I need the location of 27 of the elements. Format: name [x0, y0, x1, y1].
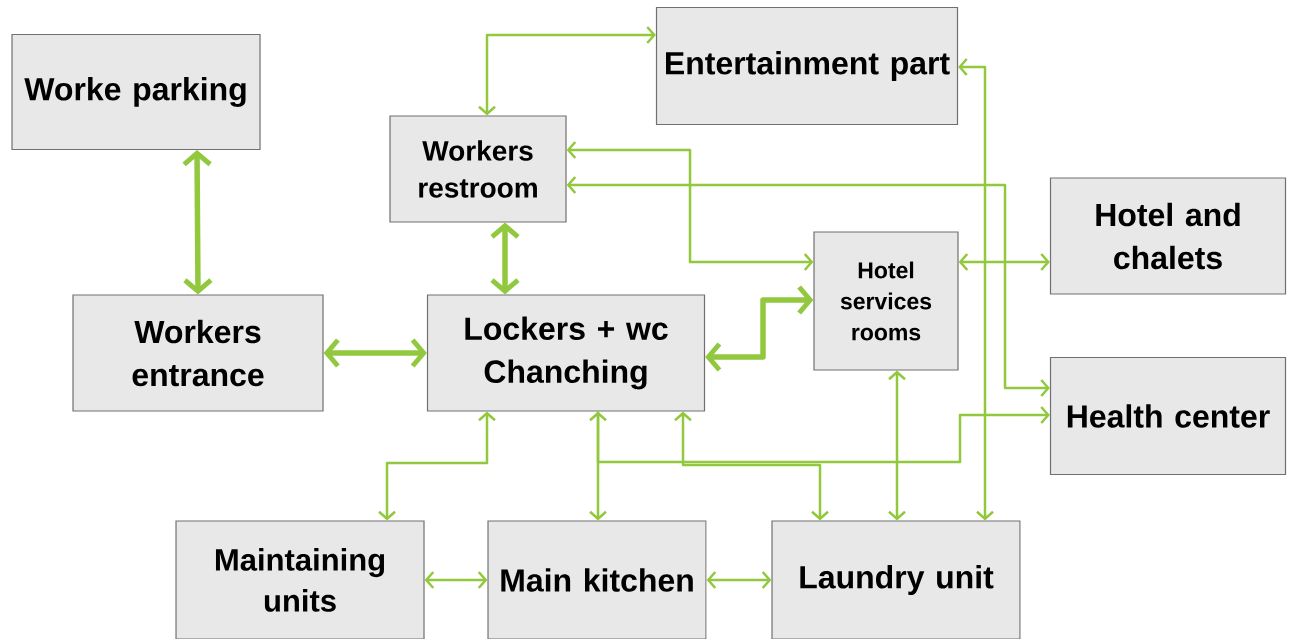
- arrow: [478, 26, 656, 116]
- arrow: [566, 141, 814, 271]
- process-box: Lockers + wc Chanching: [426, 294, 706, 412]
- arrow: [490, 222, 520, 295]
- process-box: Health center: [1049, 356, 1287, 476]
- arrow: [596, 406, 1050, 464]
- process-box: Workers entrance: [72, 294, 324, 412]
- process-box: Hotel services rooms: [813, 231, 959, 371]
- process-box: Hotel and chalets: [1049, 177, 1287, 295]
- arrow: [589, 411, 607, 521]
- process-box: Main kitchen: [487, 520, 707, 639]
- arrow: [888, 370, 906, 521]
- arrow: [705, 285, 814, 372]
- arrow: [566, 176, 1050, 397]
- arrow: [958, 58, 994, 521]
- arrow: [182, 150, 213, 295]
- arrow: [706, 571, 772, 589]
- process-box: Worke parking: [11, 33, 261, 151]
- arrow: [958, 253, 1050, 271]
- arrow: [378, 411, 496, 521]
- process-box: Laundry unit: [771, 520, 1021, 639]
- process-box: Workers restroom: [389, 115, 567, 223]
- process-box: Entertainment part: [655, 6, 959, 126]
- process-box: Maintaining units: [175, 520, 425, 639]
- arrow: [323, 338, 427, 368]
- arrow: [424, 571, 488, 589]
- arrow: [674, 411, 829, 521]
